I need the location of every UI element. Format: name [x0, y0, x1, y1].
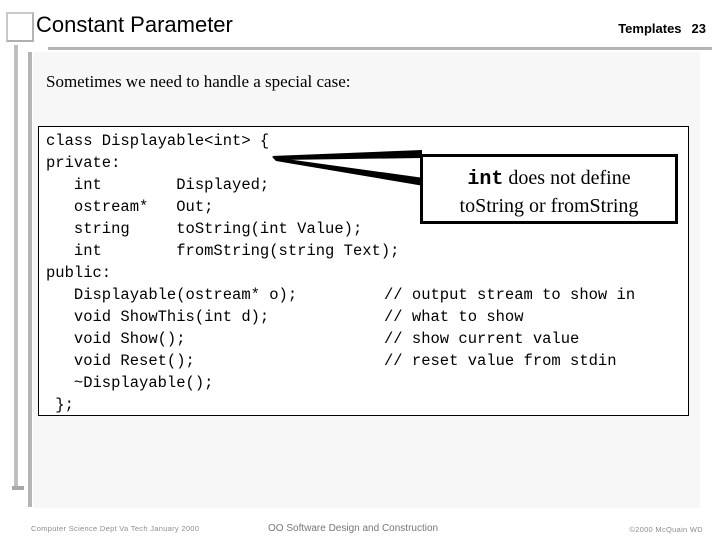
- code-line: int fromString(string Text);: [46, 240, 635, 262]
- code-line-comment: // what to show: [384, 308, 524, 326]
- left-rail-inner: [28, 52, 32, 507]
- code-line-text: int fromString(string Text);: [46, 242, 400, 260]
- code-line-text: ostream* Out;: [46, 198, 214, 216]
- lead-text: Sometimes we need to handle a special ca…: [46, 72, 351, 91]
- callout-line-1: int does not define: [423, 165, 675, 193]
- code-line: public:: [46, 262, 635, 284]
- code-line-text: void Show();: [46, 330, 186, 348]
- callout-keyword: int: [467, 168, 504, 191]
- code-line: void ShowThis(int d); // what to show: [46, 306, 635, 328]
- footer-left: Computer Science Dept Va Tech January 20…: [31, 524, 200, 533]
- code-line-text: Displayable(ostream* o);: [46, 286, 298, 304]
- code-line: ostream* Out;: [46, 196, 635, 218]
- code-line-comment: // reset value from stdin: [384, 352, 617, 370]
- code-line-text: public:: [46, 264, 112, 282]
- footer-right: ©2000 McQuain WD: [629, 525, 703, 534]
- footer-center: OO Software Design and Construction: [268, 523, 439, 534]
- callout-line-1-rest: does not define: [503, 167, 631, 189]
- left-rail-outer: [14, 45, 18, 488]
- code-line-text: string toString(int Value);: [46, 220, 363, 238]
- code-block-text: class Displayable<int> { private: int Dis…: [46, 130, 635, 416]
- code-line-text: void ShowThis(int d);: [46, 308, 270, 326]
- code-line-text: class Displayable<int> {: [46, 132, 270, 150]
- header-section-label: Templates 23: [618, 21, 706, 36]
- code-line-text: int Displayed;: [46, 176, 270, 194]
- code-line: Displayable(ostream* o); // output stream…: [46, 284, 635, 306]
- code-line-text: ~Displayable();: [46, 374, 214, 392]
- code-line-text: };: [46, 396, 74, 414]
- slide-number: 23: [691, 21, 706, 36]
- callout-line-2: toString or fromString: [459, 195, 639, 217]
- code-line: void Reset(); // reset value from stdin: [46, 350, 635, 372]
- code-line: private:: [46, 152, 635, 174]
- code-line-comment: // output stream to show in: [384, 286, 636, 304]
- code-line: ~Displayable();: [46, 372, 635, 394]
- code-line-text: void Reset();: [46, 352, 195, 370]
- code-line-comment: // show current value: [384, 330, 580, 348]
- page-title: Constant Parameter: [36, 12, 233, 37]
- code-line: int Displayed;: [46, 174, 635, 196]
- code-line-text: private:: [46, 154, 121, 172]
- decorative-square-icon: [6, 12, 34, 42]
- code-line: class Displayable<int> {: [46, 130, 635, 152]
- left-rail-foot: [12, 486, 24, 490]
- code-line: string toString(int Value);: [46, 218, 635, 240]
- callout-annotation: int does not define toString or fromStri…: [420, 154, 678, 224]
- code-line: };: [46, 394, 635, 416]
- header-divider: [48, 47, 712, 50]
- code-line: void Show(); // show current value: [46, 328, 635, 350]
- section-name: Templates: [618, 21, 682, 36]
